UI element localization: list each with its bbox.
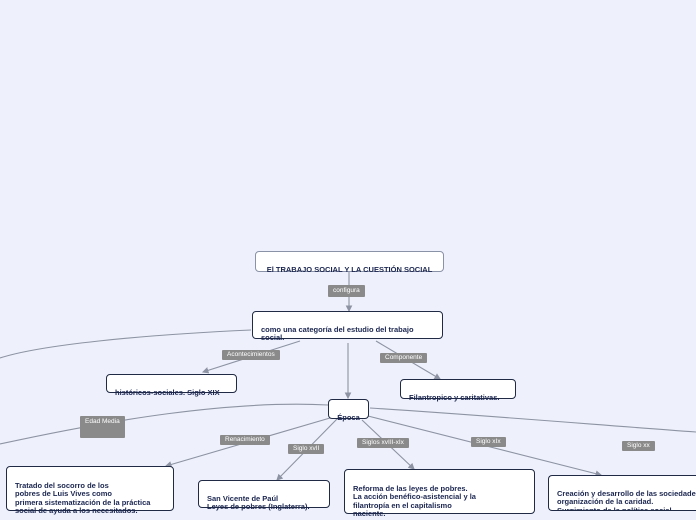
category-text: como una categoría del estudio del traba… <box>261 324 414 343</box>
link-label-configura: configura <box>328 285 365 297</box>
filantropico-node[interactable]: Filantropico y caritativas. <box>400 379 516 402</box>
link-label-siglos-xviii-xix: Siglos xvIII-xIx <box>357 438 409 448</box>
historicos-node[interactable]: históricos-sociales. Siglo XIX <box>106 374 237 396</box>
siglo-xix-text: Creación y desarrollo de las sociedades … <box>557 488 696 511</box>
category-node[interactable]: como una categoría del estudio del traba… <box>252 311 443 342</box>
edge-epoca-edad-media <box>0 403 329 445</box>
link-label-siglo-xvii: Siglo xvII <box>288 444 325 454</box>
edge-category-left-offscreen <box>0 329 252 359</box>
link-label-acontecimientos: Acontecimientos <box>222 350 280 360</box>
link-label-componente: Componente <box>380 353 428 363</box>
siglo-xvii-text: San Vicente de Paúl Leyes de pobres (Ing… <box>207 493 310 512</box>
siglos-xviii-xix-node[interactable]: Reforma de las leyes de pobres. La acció… <box>344 469 535 518</box>
siglo-xix-node[interactable]: Creación y desarrollo de las sociedades … <box>548 475 696 511</box>
renacimiento-node[interactable]: Tratado del socorro de los pobres de Lui… <box>6 466 174 515</box>
epoca-text: Época <box>337 412 360 422</box>
renacimiento-text: Tratado del socorro de los pobres de Lui… <box>15 480 151 516</box>
siglos-xviii-xix-text: Reforma de las leyes de pobres. La acció… <box>353 483 476 519</box>
link-label-siglo-xix: Siglo xIx <box>471 437 506 447</box>
link-label-siglo-xx: Siglo xx <box>622 441 655 451</box>
link-label-renacimiento: Renacimiento <box>220 435 270 445</box>
historicos-text: históricos-sociales. Siglo XIX <box>115 387 220 397</box>
root-node[interactable]: El TRABAJO SOCIAL Y LA CUESTIÓN SOCIAL <box>255 251 444 274</box>
siglo-xvii-node[interactable]: San Vicente de Paúl Leyes de pobres (Ing… <box>198 480 330 511</box>
edge-epoca-siglo-xx <box>369 407 696 433</box>
epoca-node[interactable]: Época <box>328 399 369 422</box>
link-label-edad-media: Edad Media <box>80 416 125 438</box>
root-text: El TRABAJO SOCIAL Y LA CUESTIÓN SOCIAL <box>266 264 433 274</box>
filantropico-text: Filantropico y caritativas. <box>409 392 500 402</box>
